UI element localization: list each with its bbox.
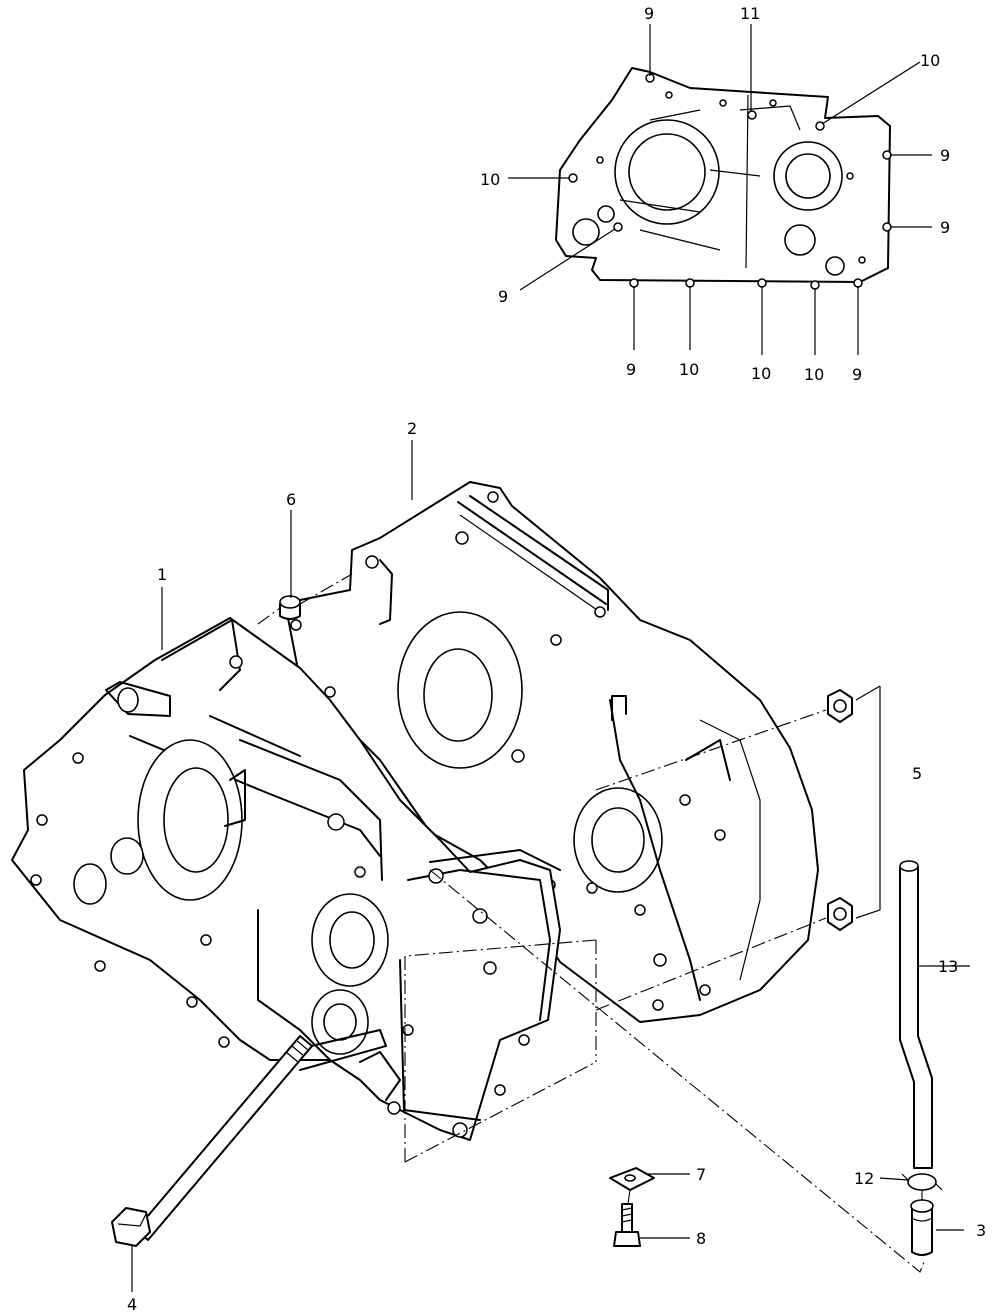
part-4-stud-bolt — [111, 1035, 313, 1247]
callout-12: 12 — [854, 1169, 874, 1188]
callout-9-top: 9 — [644, 4, 654, 23]
part-5-nuts — [827, 689, 853, 931]
part-12-hose-clamp — [901, 1173, 943, 1191]
callout-9-left: 9 — [498, 287, 508, 306]
main-leader-lines — [131, 440, 970, 1292]
callout-11: 11 — [740, 4, 760, 23]
callout-9-bottom-left: 9 — [626, 360, 636, 379]
callout-10-bottom-b: 10 — [751, 364, 771, 383]
callout-10-bottom-c: 10 — [804, 365, 824, 384]
callout-labels: 9 11 10 9 10 9 9 9 10 10 10 9 2 6 1 5 13… — [127, 4, 986, 1314]
crankcase-inset-view — [555, 67, 892, 290]
callout-13: 13 — [938, 957, 958, 976]
callout-5: 5 — [912, 764, 922, 783]
callout-10-left: 10 — [480, 170, 500, 189]
callout-4: 4 — [127, 1295, 137, 1314]
callout-9-right-lower: 9 — [940, 218, 950, 237]
callout-7: 7 — [696, 1165, 706, 1184]
callout-6: 6 — [286, 490, 296, 509]
assembly-centerlines — [257, 573, 925, 1273]
callout-3: 3 — [976, 1221, 986, 1240]
callout-9-bottom-right: 9 — [852, 365, 862, 384]
callout-9-right-upper: 9 — [940, 146, 950, 165]
callout-2: 2 — [407, 419, 417, 438]
part-2-right-crankcase — [287, 481, 819, 1023]
callout-8: 8 — [696, 1229, 706, 1248]
part-7-clip-plate — [609, 1167, 655, 1191]
part-6-dowel-pin — [279, 595, 301, 620]
callout-10-top-right: 10 — [920, 51, 940, 70]
part-13-breather-hose — [899, 860, 933, 1169]
part-3-pipe-fitting — [910, 1199, 934, 1256]
callout-10-bottom-a: 10 — [679, 360, 699, 379]
part-8-small-bolt — [613, 1203, 641, 1247]
part-1-left-crankcase — [11, 617, 561, 1141]
callout-1: 1 — [157, 565, 167, 584]
inset-leader-lines — [508, 24, 932, 355]
